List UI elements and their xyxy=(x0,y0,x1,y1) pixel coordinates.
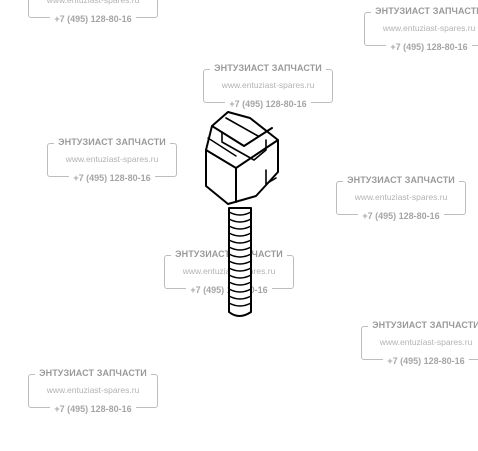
watermark-url: www.entuziast-spares.ru xyxy=(221,80,315,90)
bolt-head xyxy=(205,111,279,205)
watermark-name: ЭНТУЗИАСТ ЗАПЧАСТИ xyxy=(54,136,170,148)
watermark-url: www.entuziast-spares.ru xyxy=(379,337,473,347)
watermark-right-middle: ЭНТУЗИАСТ ЗАПЧАСТИ www.entuziast-spares.… xyxy=(336,174,466,222)
bolt-shank xyxy=(228,207,252,317)
watermark-phone: +7 (495) 128-80-16 xyxy=(383,355,469,367)
watermark-name: ЭНТУЗИАСТ ЗАПЧАСТИ xyxy=(343,174,459,186)
watermark-url: www.entuziast-spares.ru xyxy=(354,192,448,202)
watermark-right-lower: ЭНТУЗИАСТ ЗАПЧАСТИ www.entuziast-spares.… xyxy=(361,319,478,367)
watermark-name: ЭНТУЗИАСТ ЗАПЧАСТИ xyxy=(35,367,151,379)
watermark-top-right: ЭНТУЗИАСТ ЗАПЧАСТИ www.entuziast-spares.… xyxy=(364,5,478,53)
watermark-left-middle: ЭНТУЗИАСТ ЗАПЧАСТИ www.entuziast-spares.… xyxy=(47,136,177,184)
watermark-phone: +7 (495) 128-80-16 xyxy=(358,210,444,222)
watermark-phone: +7 (495) 128-80-16 xyxy=(50,13,136,25)
watermark-center-top: ЭНТУЗИАСТ ЗАПЧАСТИ www.entuziast-spares.… xyxy=(203,62,333,110)
watermark-name: ЭНТУЗИАСТ ЗАПЧАСТИ xyxy=(371,5,478,17)
watermark-phone: +7 (495) 128-80-16 xyxy=(225,98,311,110)
watermark-url: www.entuziast-spares.ru xyxy=(46,385,140,395)
watermark-phone: +7 (495) 128-80-16 xyxy=(386,41,472,53)
watermark-url: www.entuziast-spares.ru xyxy=(65,154,159,164)
watermark-bottom-left: ЭНТУЗИАСТ ЗАПЧАСТИ www.entuziast-spares.… xyxy=(28,367,158,415)
watermark-phone: +7 (495) 128-80-16 xyxy=(50,403,136,415)
watermark-name: ЭНТУЗИАСТ ЗАПЧАСТИ xyxy=(368,319,478,331)
watermark-phone: +7 (495) 128-80-16 xyxy=(69,172,155,184)
watermark-name: ЭНТУЗИАСТ ЗАПЧАСТИ xyxy=(210,62,326,74)
watermark-url: www.entuziast-spares.ru xyxy=(382,23,476,33)
watermark-url: www.entuziast-spares.ru xyxy=(46,0,140,5)
watermark-top-left: ЭНТУЗИАСТ ЗАПЧАСТИ www.entuziast-spares.… xyxy=(28,0,158,25)
bolt-icon xyxy=(205,111,279,317)
